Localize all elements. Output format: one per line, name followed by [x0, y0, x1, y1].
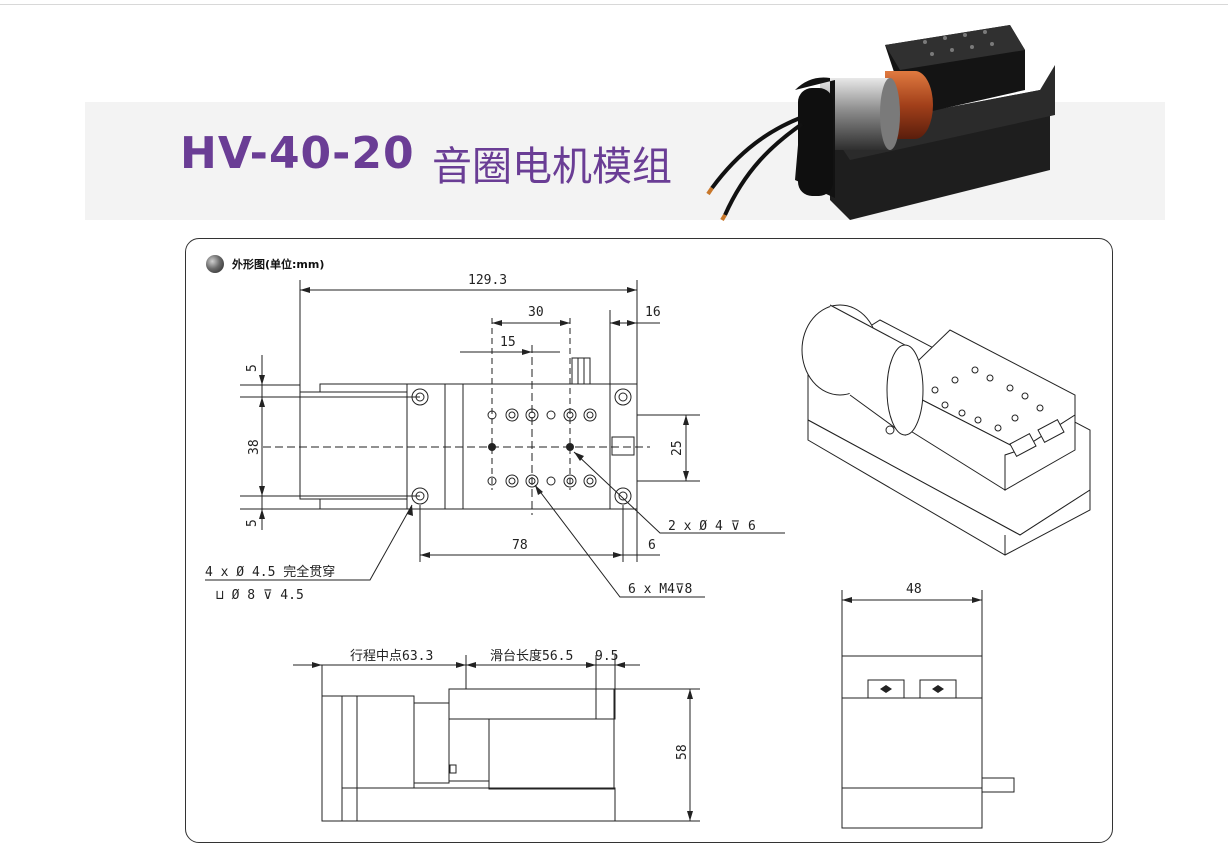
dim-hole-spacing-y: 25: [670, 440, 685, 456]
dim-width-48: 48: [906, 582, 922, 597]
dim-slide-length: 滑台长度56.5: [490, 648, 573, 664]
callout-tapped-holes: 6 x M4⊽8: [628, 582, 692, 597]
callout-thru-holes: 4 x Ø 4.5 完全贯穿: [205, 564, 335, 580]
dim-height-38: 38: [247, 439, 262, 455]
front-view: [841, 655, 983, 829]
dim-hole-spacing-x: 30: [528, 305, 544, 320]
dim-height-58: 58: [675, 744, 690, 760]
dim-mount-spacing: 78: [512, 538, 528, 553]
dim-end-offset: 16: [645, 305, 661, 320]
dim-offset-9-5: 9.5: [595, 649, 618, 664]
drawing-legend: 外形图(单位:mm): [206, 255, 324, 273]
dim-total-length: 129.3: [468, 273, 507, 288]
product-name: 音圈电机模组: [432, 144, 672, 190]
dim-bottom-margin: 5: [245, 519, 260, 527]
drawing-title: 外形图(单位:mm): [232, 258, 325, 271]
product-photo: [706, 25, 1055, 222]
bullet-icon: [206, 255, 224, 273]
callout-counterbore: ⊔ Ø 8 ⊽ 4.5: [216, 588, 304, 603]
dim-edge-offset: 6: [648, 538, 656, 553]
motor-body-top: [299, 391, 408, 500]
isometric-view: [801, 304, 1091, 556]
callout-pin-holes: 2 x Ø 4 ⊽ 6: [668, 519, 756, 534]
side-motor: [321, 695, 358, 822]
top-divider: [0, 4, 1228, 5]
dim-hole-spacing-half: 15: [500, 335, 516, 350]
dim-top-margin: 5: [245, 364, 260, 372]
dim-stroke-mid: 行程中点63.3: [350, 649, 433, 664]
model-title: HV-40-20: [180, 128, 415, 179]
